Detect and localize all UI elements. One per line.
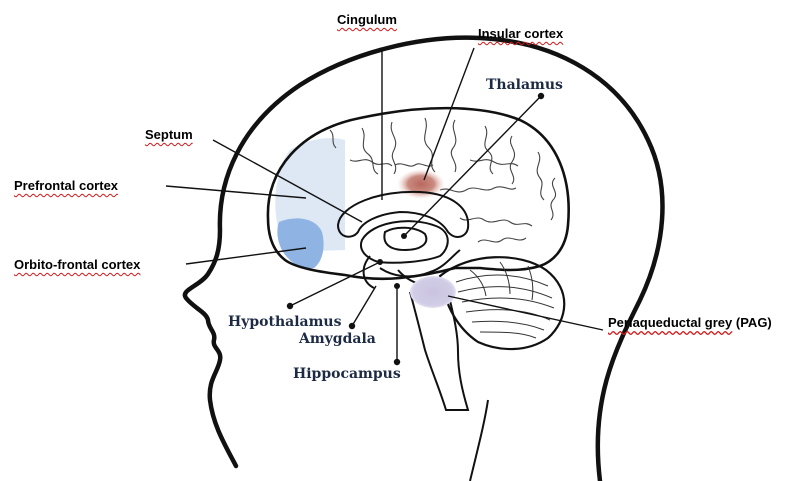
label-amygdala: Amygdala xyxy=(299,331,376,347)
label-pag-main: Periaqueductal grey xyxy=(608,315,732,330)
label-prefrontal-cortex: Prefrontal cortex xyxy=(14,178,118,194)
label-thalamus: Thalamus xyxy=(486,77,563,93)
pag-highlight xyxy=(410,276,456,308)
label-septum: Septum xyxy=(145,127,193,143)
label-insular-cortex: Insular cortex xyxy=(478,26,563,42)
label-periaqueductal-grey: Periaqueductal grey (PAG) xyxy=(608,315,772,331)
label-cingulum: Cingulum xyxy=(337,12,397,28)
brainstem xyxy=(410,292,468,410)
label-pag-abbr: (PAG) xyxy=(732,315,771,330)
label-hippocampus: Hippocampus xyxy=(293,366,401,382)
label-orbito-frontal-cortex: Orbito-frontal cortex xyxy=(14,257,140,273)
label-hypothalamus: Hypothalamus xyxy=(228,314,341,330)
